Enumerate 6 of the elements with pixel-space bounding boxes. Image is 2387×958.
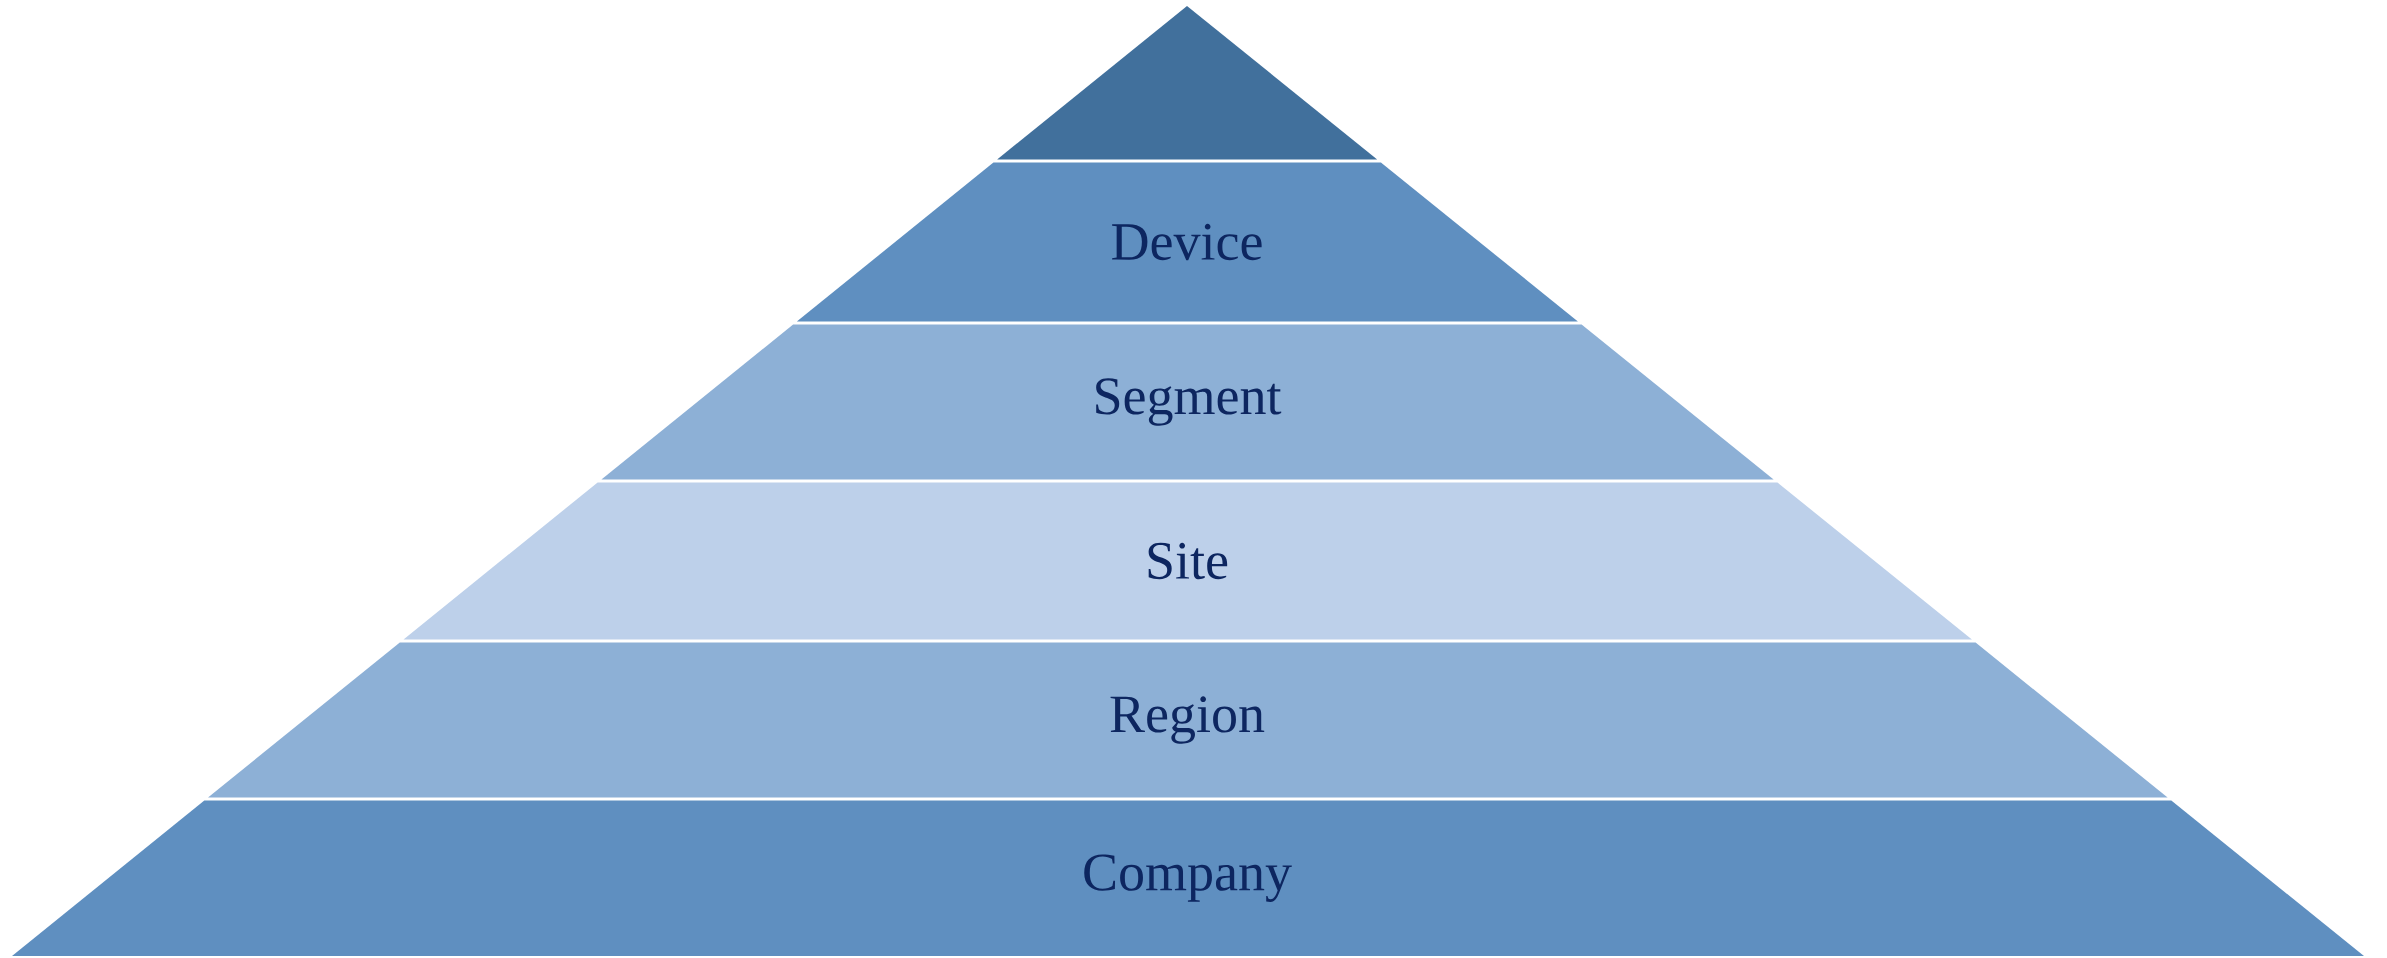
pyramid-band: Site: [403, 482, 1972, 640]
pyramid-band: Segment: [601, 324, 1774, 480]
pyramid-band: Company: [12, 800, 2364, 956]
pyramid-band: Device: [796, 162, 1578, 322]
pyramid-band: Region: [208, 642, 2168, 798]
pyramid-apex: [997, 6, 1378, 160]
